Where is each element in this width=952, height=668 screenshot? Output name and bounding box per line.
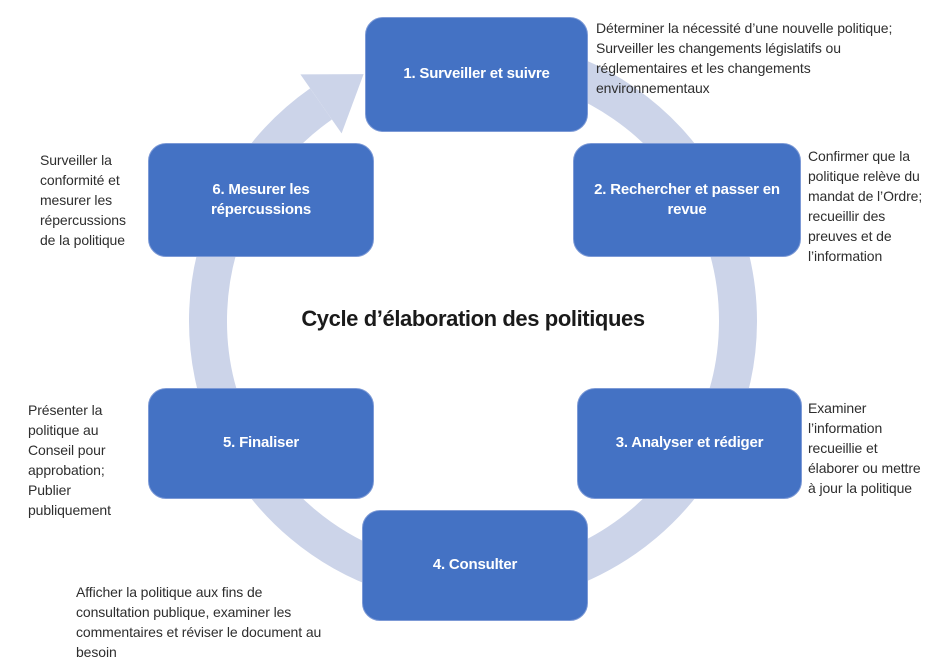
step-box-3-label: 3. Analyser et rédiger (615, 434, 764, 452)
cycle-arrow-head-icon (300, 74, 364, 134)
step-annotation-1: Déterminer la nécessité d’une nouvelle p… (596, 20, 893, 96)
step-box-2-rechercher-et-passer-en-revue: 2. Rechercher et passer en revue (573, 143, 801, 257)
step-box-1-surveiller-et-suivre: 1. Surveiller et suivre (365, 17, 588, 132)
diagram-title: Cycle d’élaboration des politiques (301, 306, 645, 331)
step-annotation-4: Afficher la politique aux fins de consul… (76, 584, 322, 660)
step-annotation-5: Présenter la politique au Conseil pour a… (28, 402, 111, 518)
step-annotation-3: Examiner l’information recueillie et éla… (808, 400, 921, 496)
step-annotation-6: Surveiller la conformité et mesurer les … (40, 152, 126, 248)
step-box-1-label: 1. Surveiller et suivre (403, 65, 550, 83)
step-box-6-mesurer-les-repercussions: 6. Mesurer les répercussions (148, 143, 374, 257)
step-box-2-label: 2. Rechercher et passer en revue (594, 180, 780, 218)
step-box-4-consulter: 4. Consulter (362, 510, 588, 621)
step-box-3-analyser-et-rediger: 3. Analyser et rédiger (577, 388, 802, 499)
step-annotation-2: Confirmer que la politique relève du man… (808, 148, 923, 264)
step-box-5-finaliser: 5. Finaliser (148, 388, 374, 499)
step-box-6-label: 6. Mesurer les répercussions (211, 180, 311, 218)
step-box-5-label: 5. Finaliser (223, 434, 299, 452)
step-box-4-label: 4. Consulter (432, 556, 518, 574)
